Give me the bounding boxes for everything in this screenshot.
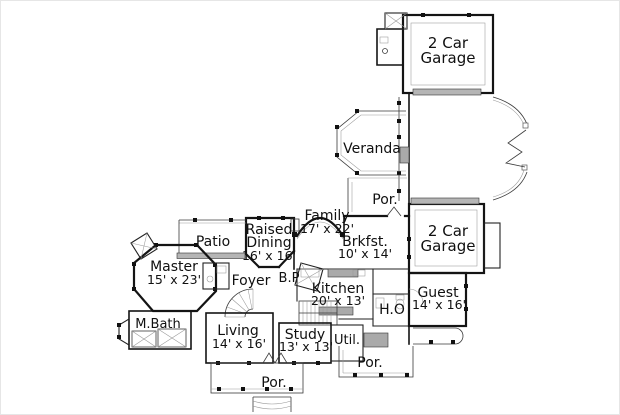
- room-label-living: Living: [217, 323, 259, 339]
- upper-porch-structure: [347, 177, 407, 214]
- room-label-porch-upper: Por.: [372, 192, 397, 208]
- room-dims-family: 17' x 22': [300, 221, 354, 236]
- room-label-master-bath: M.Bath: [135, 317, 181, 332]
- back-staircase: [298, 300, 338, 326]
- room-label-kitchen: Kitchen: [312, 281, 365, 297]
- room-dims-study: 13' x 13': [279, 339, 333, 354]
- room-label-veranda: Veranda: [343, 141, 401, 157]
- guest-room-structure: [407, 271, 468, 328]
- room-label-study: Study: [285, 327, 325, 343]
- room-label-dining: Raised: [246, 222, 293, 238]
- room-dims-master: 15' x 23': [147, 272, 201, 287]
- room-label-patio: Patio: [196, 234, 230, 250]
- driveway-break-symbol: [505, 129, 527, 168]
- room-label-master: Master: [150, 259, 198, 275]
- room-dims-kitchen: 20' x 13': [311, 293, 365, 308]
- room-label-guest: Guest: [417, 285, 459, 301]
- room-label-utility: Util.: [334, 333, 360, 348]
- room-label-porch-bottom: Por.: [261, 375, 286, 391]
- closet: [157, 328, 187, 348]
- room-labels: 2 Car Garage Veranda Por. Family 17' x 2…: [135, 34, 475, 391]
- room-label-garage-top-2: Garage: [421, 49, 476, 67]
- patio-structure: [176, 218, 246, 259]
- veranda-structure: [335, 109, 406, 176]
- entry-steps: [252, 396, 292, 412]
- room-dims-living: 14' x 16': [212, 336, 266, 351]
- main-house-walls: [244, 206, 411, 345]
- room-label-dining-2: Dining: [246, 235, 291, 251]
- room-dims-dining: 16' x 16': [242, 248, 296, 263]
- room-label-brkfst: Brkfst.: [342, 234, 388, 250]
- master-bath-structure: [117, 310, 192, 350]
- room-label-garage-top: 2 Car: [428, 34, 469, 52]
- room-label-home-office: H.O: [379, 302, 405, 318]
- foyer-structure: [202, 262, 254, 318]
- upper-garage: [376, 12, 495, 96]
- bottom-porch-structure: [210, 362, 304, 412]
- driveway: [492, 96, 529, 201]
- room-dims-guest: 14' x 16': [412, 297, 466, 312]
- home-office-fixtures: [375, 294, 405, 310]
- kitchen-island: [318, 306, 354, 316]
- fireplace: [130, 232, 158, 260]
- room-label-garage-bottom: 2 Car: [428, 222, 469, 240]
- breezeway-wall: [397, 92, 410, 274]
- room-label-butlers-pantry: B.P: [279, 271, 300, 286]
- master-structure: [130, 232, 218, 313]
- right-porch-structure: [338, 327, 464, 378]
- room-label-foyer: Foyer: [232, 273, 271, 289]
- room-label-garage-bottom-2: Garage: [421, 237, 476, 255]
- room-label-porch-right: Por.: [357, 355, 382, 371]
- room-dims-brkfst: 10' x 14': [338, 246, 392, 261]
- room-label-family: Family: [304, 208, 349, 224]
- bathtub: [131, 330, 157, 348]
